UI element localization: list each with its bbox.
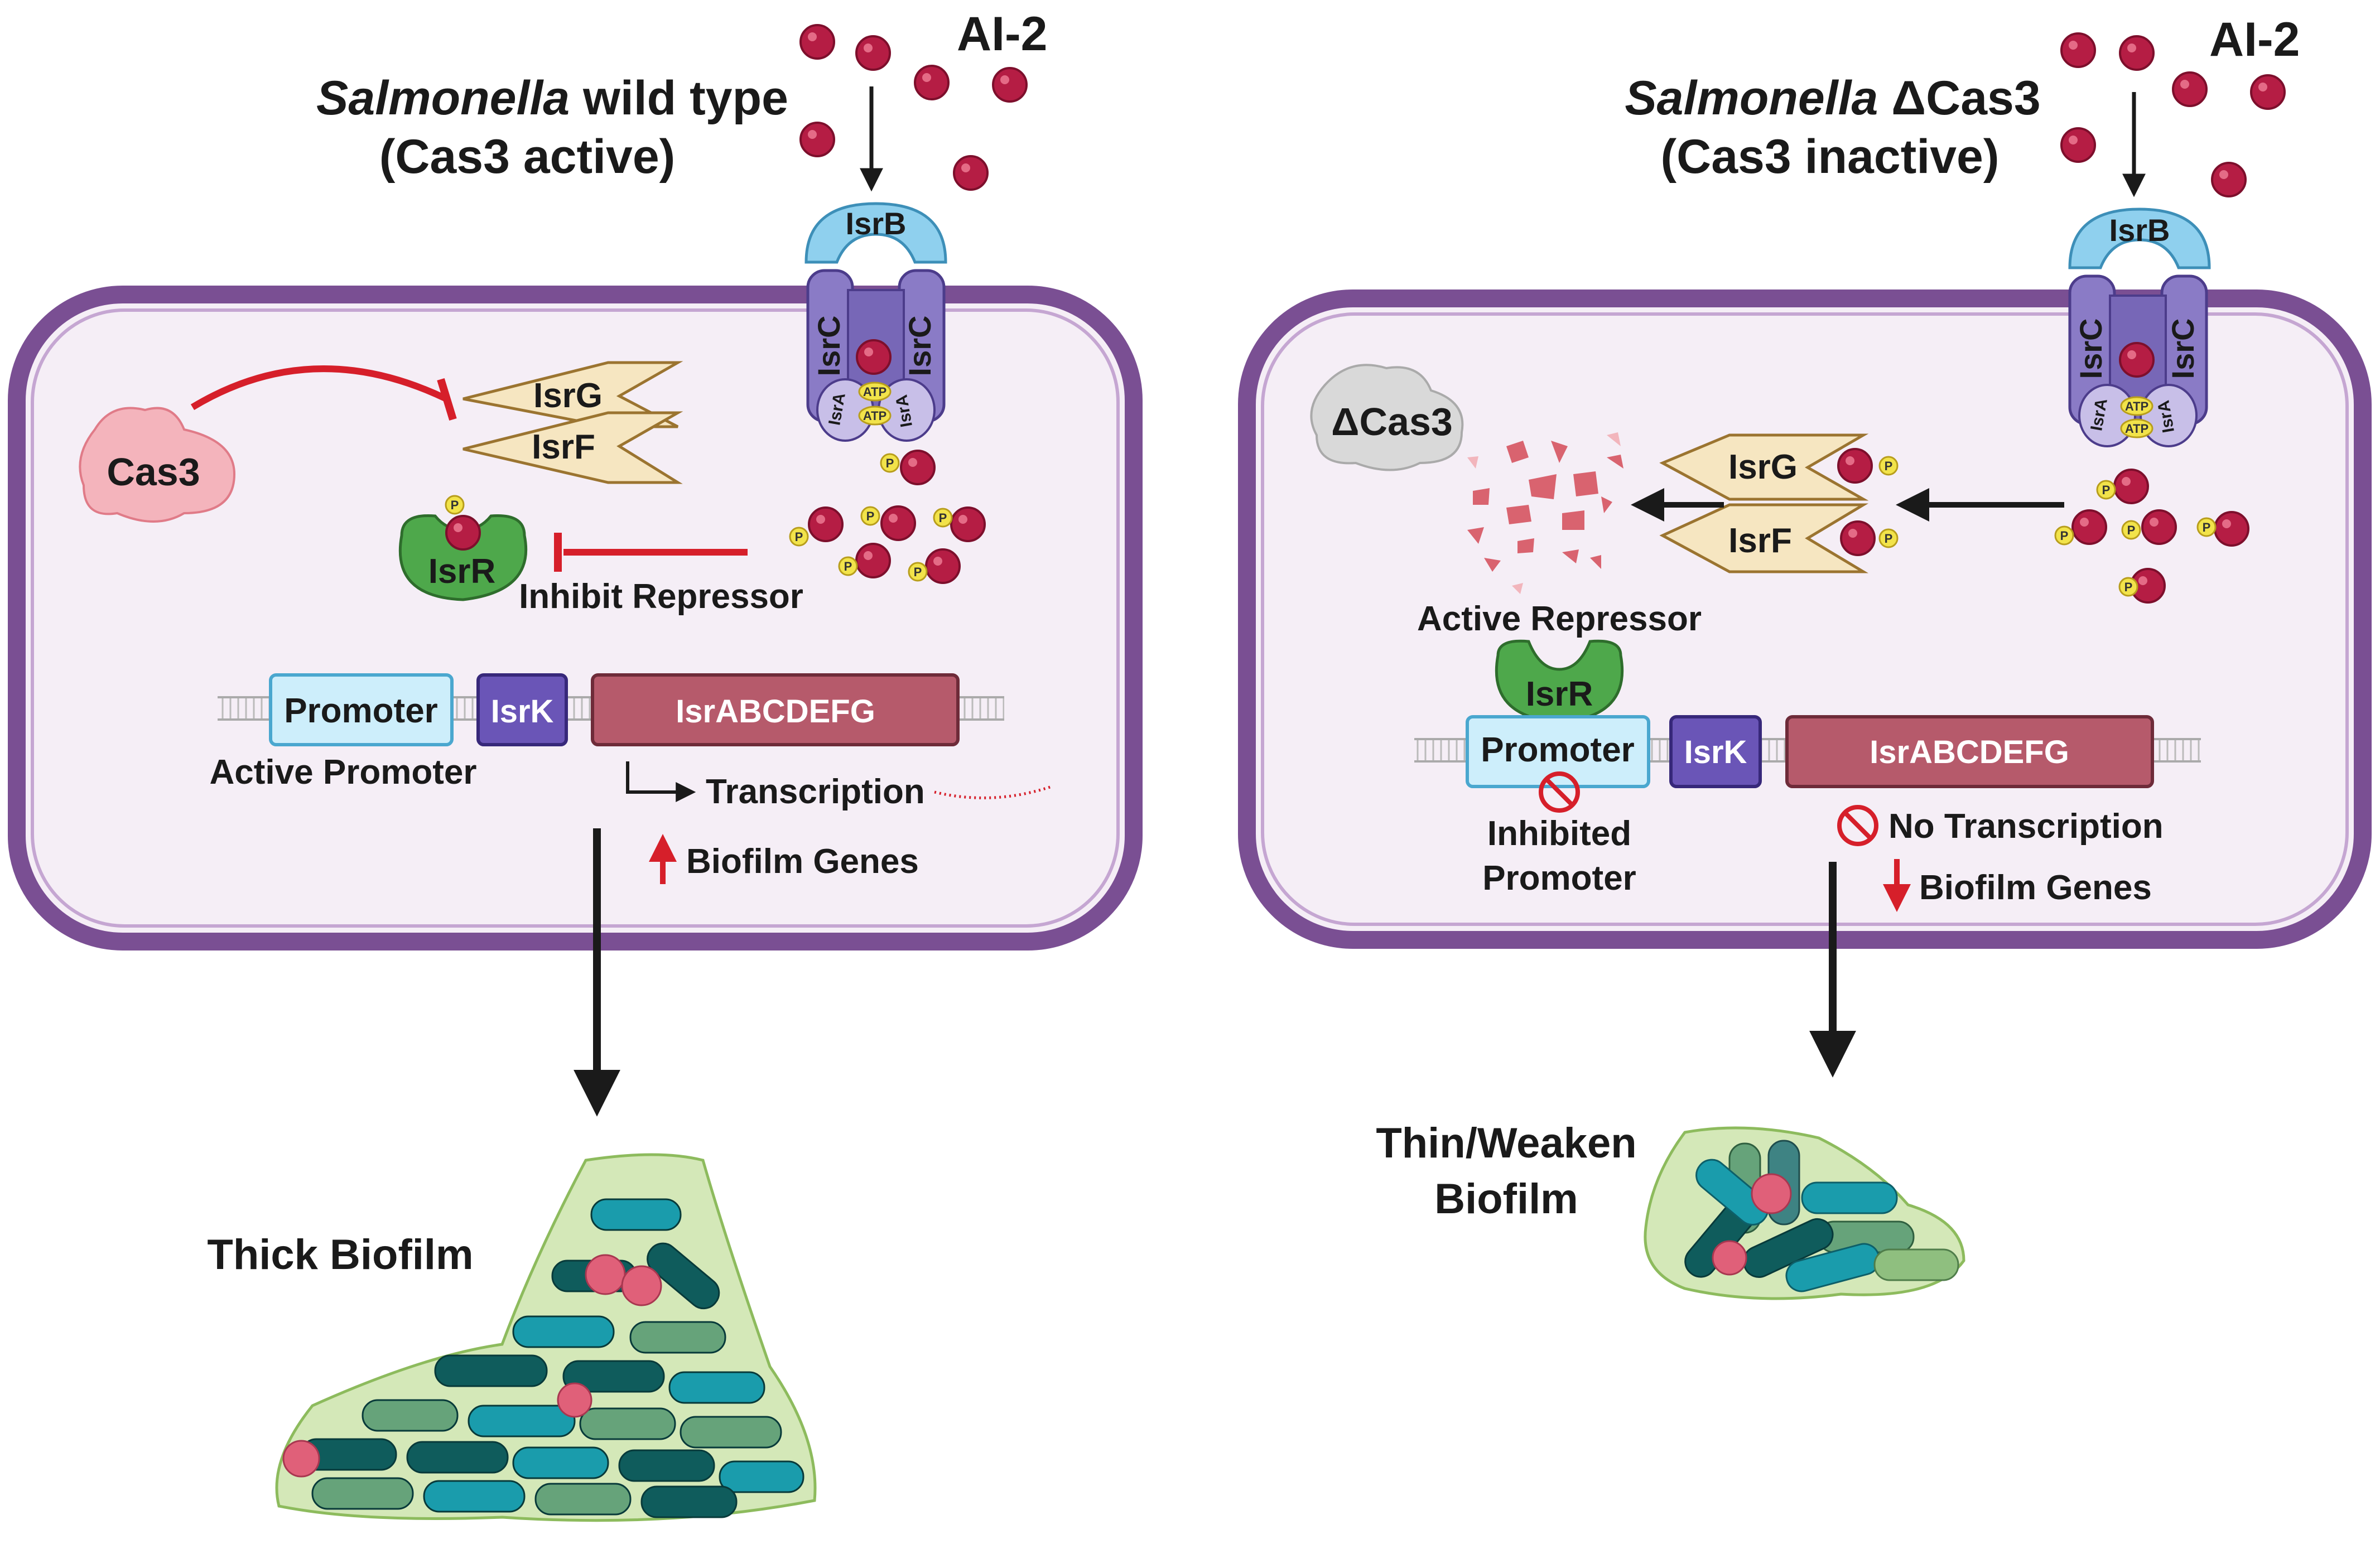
- svg-text:P: P: [2203, 520, 2211, 534]
- right-degraded-fragments: [1467, 432, 1623, 594]
- right-atp-2: ATP: [2125, 422, 2148, 436]
- right-delta-cas3: ΔCas3: [1310, 364, 1464, 471]
- left-cas3-inhibit-arc: [190, 365, 448, 411]
- left-biofilm-genes: Biofilm Genes: [686, 842, 919, 881]
- left-title-line1: Salmonella wild type: [316, 71, 788, 125]
- svg-text:P: P: [795, 530, 803, 544]
- left-transcription-arrow: [626, 761, 696, 802]
- right-ai2-label: AI-2: [2209, 13, 2300, 66]
- right-biofilm-genes: Biofilm Genes: [1919, 868, 2152, 907]
- svg-text:P: P: [914, 565, 922, 579]
- svg-text:P: P: [2127, 523, 2136, 537]
- right-isrK-label: IsrK: [1684, 734, 1747, 770]
- right-operon-box: [1785, 715, 2154, 788]
- right-isrB: [2068, 208, 2211, 269]
- right-atp-1: ATP: [2125, 399, 2148, 413]
- left-operon-box: [591, 673, 960, 746]
- left-active-promoter: Active Promoter: [210, 753, 477, 792]
- right-no-transcription: No Transcription: [1888, 807, 2164, 846]
- left-inhibit-repressor-text: Inhibit Repressor: [519, 577, 803, 616]
- svg-text:P: P: [2060, 529, 2069, 543]
- right-promoter-box: [1466, 715, 1650, 788]
- left-phospho-ai2: P P P P P P: [789, 450, 986, 584]
- left-ai2-label: AI-2: [957, 7, 1047, 61]
- left-cas3: Cas3: [79, 407, 236, 523]
- left-isrB: [804, 202, 947, 264]
- right-phospho-ai2: P P P P P: [2054, 469, 2249, 604]
- right-panel: Salmonella ΔCas3 (Cas3 inactive) AI-2 Is…: [1238, 13, 2372, 1300]
- svg-text:P: P: [939, 511, 947, 525]
- svg-text:P: P: [886, 456, 894, 470]
- left-outcome-label: Thick Biofilm: [207, 1231, 473, 1278]
- right-cell-membrane-inner: [1261, 312, 2349, 926]
- left-atp-2: ATP: [863, 409, 887, 423]
- left-isrB-label: IsrB: [846, 206, 907, 241]
- svg-text:IsrF: IsrF: [1728, 522, 1792, 560]
- svg-text:IsrG: IsrG: [1728, 448, 1798, 486]
- left-isrC-label-1: IsrC: [811, 316, 846, 377]
- right-isrB-label: IsrB: [2109, 213, 2170, 248]
- svg-text:P: P: [1885, 459, 1893, 473]
- right-isrC-transporter: IsrC IsrC IsrA IsrA ATP ATP: [2068, 274, 2208, 447]
- left-panel: Salmonella wild type (Cas3 active) AI-2 …: [8, 7, 1143, 1522]
- svg-text:P: P: [1885, 532, 1893, 546]
- left-isrR: P IsrR: [398, 495, 528, 601]
- right-inhibited-promoter-2: Promoter: [1482, 859, 1636, 898]
- right-no-transcription-icon: [1837, 805, 1878, 846]
- right-title-line2: (Cas3 inactive): [1660, 130, 1999, 184]
- left-isrC-label-2: IsrC: [902, 316, 937, 377]
- right-title-line1: Salmonella ΔCas3: [1625, 71, 2040, 125]
- svg-text:P: P: [844, 559, 852, 573]
- right-thin-biofilm: [1644, 1126, 1965, 1300]
- right-isrF: IsrF P: [1659, 503, 1899, 573]
- right-outcome-label-1: Thin/Weaken: [1376, 1120, 1636, 1167]
- left-cas3-inhibit-bar: [437, 378, 457, 421]
- left-promoter-label: Promoter: [284, 692, 438, 730]
- right-isrC-label-2: IsrC: [2165, 319, 2200, 379]
- left-cell-membrane: [8, 286, 1143, 950]
- left-isrK-box: [476, 673, 568, 746]
- left-isrK-label: IsrK: [491, 693, 554, 730]
- left-thick-biofilm: [275, 1153, 817, 1522]
- left-isrF: IsrF: [462, 411, 683, 484]
- left-atp-1: ATP: [863, 385, 887, 399]
- svg-text:IsrG: IsrG: [533, 377, 603, 415]
- right-isrG: IsrG P: [1659, 433, 1899, 501]
- svg-text:P: P: [2124, 580, 2133, 594]
- left-title-line2: (Cas3 active): [379, 130, 676, 184]
- left-transcription-text: Transcription: [706, 773, 925, 811]
- svg-text:P: P: [451, 498, 459, 512]
- right-outcome-label-2: Biofilm: [1434, 1175, 1578, 1223]
- right-operon-label: IsrABCDEFG: [1870, 734, 2069, 770]
- svg-text:P: P: [2102, 483, 2111, 497]
- svg-text:Cas3: Cas3: [107, 450, 200, 494]
- right-inhibited-promoter-1: Inhibited: [1487, 814, 1631, 853]
- svg-text:IsrR: IsrR: [428, 552, 496, 591]
- svg-text:P: P: [866, 509, 875, 523]
- right-promoter-label: Promoter: [1481, 731, 1635, 769]
- svg-text:ΔCas3: ΔCas3: [1331, 400, 1453, 443]
- left-cell-membrane-inner: [31, 308, 1120, 928]
- right-active-repressor: Active Repressor: [1417, 600, 1702, 638]
- right-isrK-box: [1669, 715, 1762, 788]
- right-isrC-label-1: IsrC: [2073, 319, 2108, 379]
- svg-text:IsrR: IsrR: [1526, 675, 1593, 713]
- left-isrC-transporter: IsrC IsrC IsrA IsrA ATP ATP: [806, 269, 946, 442]
- right-promoter-prohibit-icon: [1539, 771, 1580, 813]
- svg-text:IsrF: IsrF: [532, 428, 595, 466]
- left-operon-label: IsrABCDEFG: [676, 693, 875, 730]
- left-promoter-box: [269, 673, 454, 746]
